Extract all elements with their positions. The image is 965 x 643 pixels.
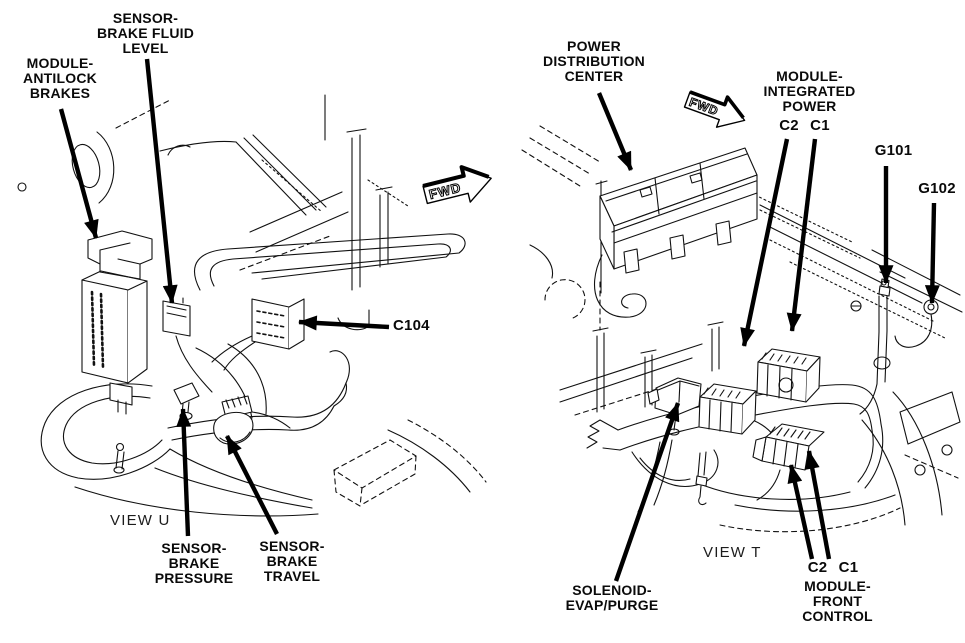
leader-front-control-c2 <box>787 464 815 560</box>
integrated-power-connector-c2 <box>698 383 757 435</box>
brake-travel-sensor <box>213 395 291 445</box>
g101-ground-eyelet <box>859 278 891 415</box>
label-view-t: VIEW T <box>703 544 762 561</box>
leader-g102 <box>924 202 940 304</box>
leader-power-distribution-center <box>596 92 634 171</box>
view-u-line-art <box>17 94 487 517</box>
label-g101: G101 <box>874 142 913 159</box>
label-module-front-control: MODULE- FRONT CONTROL <box>802 578 873 624</box>
abs-module <box>81 230 153 415</box>
label-c104: C104 <box>393 317 430 334</box>
label-module-antilock-brakes: MODULE- ANTILOCK BRAKES <box>23 55 97 101</box>
label-solenoid-evap-purge: SOLENOID- EVAP/PURGE <box>565 582 659 613</box>
view-t-fwd-arrow: FWD <box>683 90 746 128</box>
label-integrated-power-c2-c1: C2 C1 <box>779 117 830 134</box>
fender-opening <box>71 143 101 189</box>
view-u-fwd-arrow: FWD <box>422 165 492 205</box>
fwd-label-view-t: FWD <box>687 95 720 119</box>
leader-c104 <box>298 315 390 331</box>
leader-front-control-c1 <box>804 450 832 560</box>
label-sensor-brake-pressure: SENSOR- BRAKE PRESSURE <box>154 540 234 586</box>
label-front-control-c2-c1: C2 C1 <box>807 559 859 576</box>
leader-sensor-brake-fluid-level <box>144 58 178 304</box>
view-t-line-art <box>521 125 963 533</box>
label-view-u: VIEW U <box>110 512 171 529</box>
leader-sensor-brake-pressure <box>176 408 192 537</box>
front-control-connectors <box>752 423 825 501</box>
brake-fluid-level-connector <box>162 295 213 393</box>
leader-integrated-power-c1 <box>786 138 818 332</box>
label-sensor-brake-fluid-level: SENSOR- BRAKE FLUID LEVEL <box>96 10 195 56</box>
harness-clip <box>115 442 125 452</box>
power-distribution-center-box <box>594 147 758 318</box>
label-sensor-brake-travel: SENSOR- BRAKE TRAVEL <box>259 538 325 584</box>
integrated-power-connector-c1 <box>756 348 821 403</box>
c104-connector <box>211 298 305 371</box>
harness-loop <box>40 383 171 480</box>
brake-pressure-sensor <box>173 382 200 421</box>
leader-sensor-brake-travel <box>225 435 279 535</box>
leader-module-antilock-brakes <box>58 108 99 239</box>
label-module-integrated-power: MODULE- INTEGRATED POWER <box>763 68 856 114</box>
label-power-distribution-center: POWER DISTRIBUTION CENTER <box>543 38 645 84</box>
view-t-leader-arrows <box>596 92 940 582</box>
view-u-leader-arrows <box>58 58 390 537</box>
leader-solenoid-evap-purge <box>613 402 681 582</box>
label-g102: G102 <box>918 180 956 197</box>
leader-integrated-power-c2 <box>740 138 790 347</box>
